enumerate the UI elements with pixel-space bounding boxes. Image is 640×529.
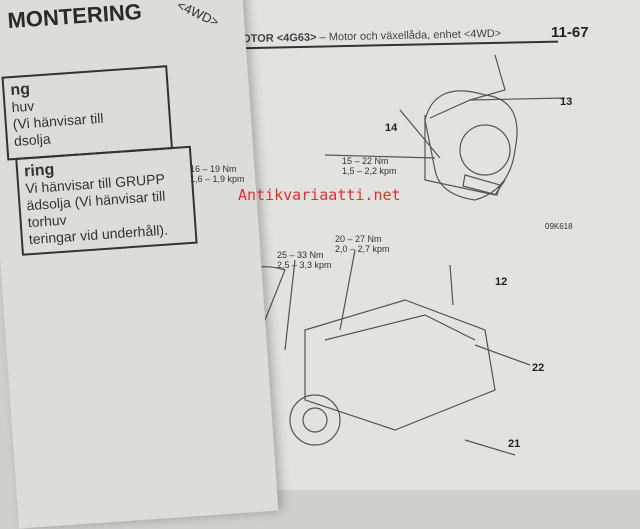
torque-kpm: 2,5 – 3,3 kpm: [277, 260, 332, 270]
torque-nm: 15 – 22 Nm: [342, 156, 389, 166]
torque-nm: 25 – 33 Nm: [277, 250, 324, 260]
note-box-2: ring Vi hänvisar till GRUPP ädsolja (Vi …: [15, 145, 198, 256]
note-title: ring: [23, 161, 55, 181]
section-heading: MONTERING: [6, 0, 143, 34]
note-title: ng: [9, 80, 31, 100]
engine-diagram: [225, 54, 566, 456]
left-page: MONTERING ng huv (Vi hänvisar till dsolj…: [0, 0, 279, 529]
torque-kpm: 2,0 – 2,7 kpm: [335, 244, 390, 254]
callout-22: 22: [532, 362, 545, 374]
page-number: 11-67: [551, 24, 589, 41]
note-box-1: ng huv (Vi hänvisar till dsolja: [1, 65, 173, 161]
callout-12: 12: [495, 276, 508, 288]
callout-14: 14: [385, 122, 398, 134]
watermark: Antikvariaatti.net: [238, 186, 401, 204]
torque-kpm: 1,6 – 1,9 kpm: [190, 174, 245, 184]
callout-13: 13: [560, 96, 573, 108]
torque-nm: 20 – 27 Nm: [335, 234, 382, 244]
callout-21: 21: [508, 438, 521, 450]
torque-kpm: 1,5 – 2,2 kpm: [342, 166, 397, 176]
torque-nm: 16 – 19 Nm: [190, 164, 237, 174]
right-page: MOTOR <4G63> – Motor och växellåda, enhe…: [225, 0, 640, 490]
figure-code: 09K618: [545, 222, 573, 231]
